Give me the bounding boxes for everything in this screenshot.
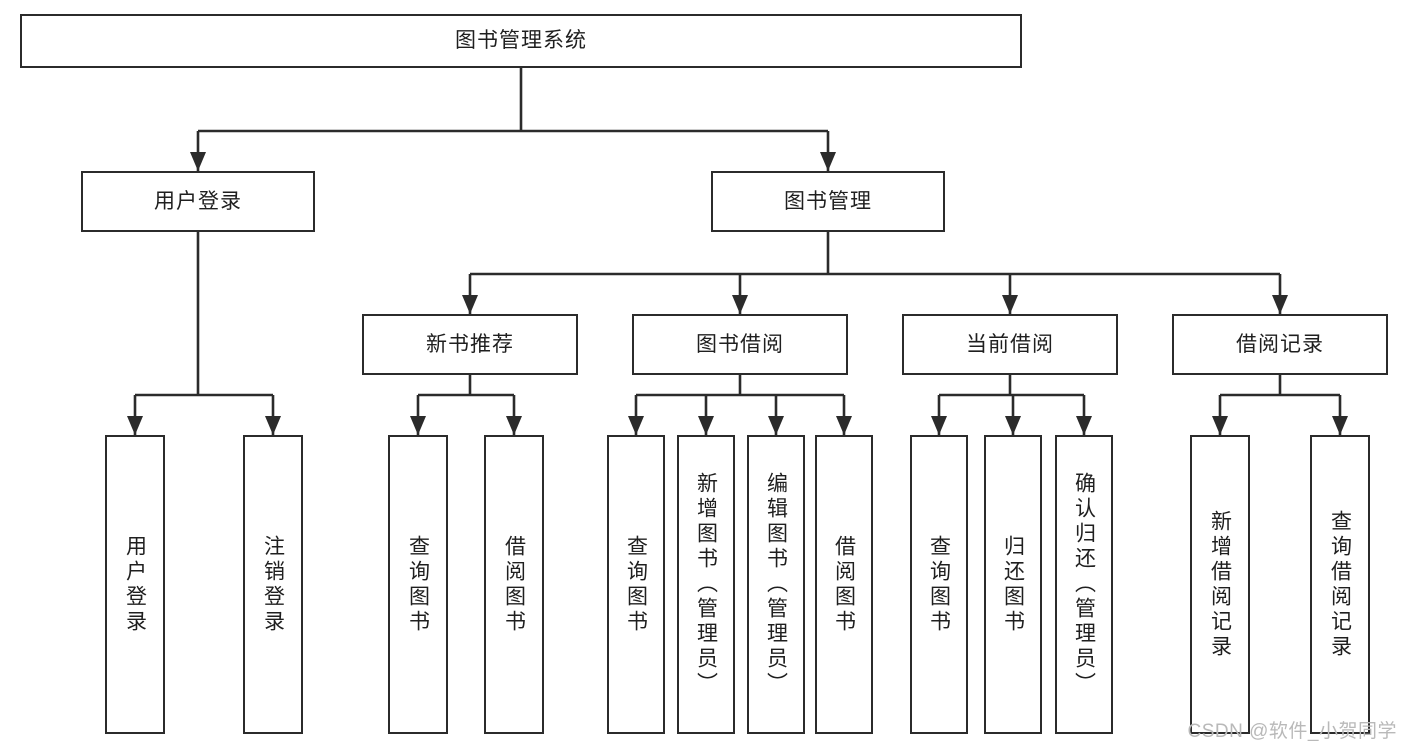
- node-leaf-borrow-borrow-book[interactable]: 借阅图书: [815, 435, 873, 734]
- node-current-borrow[interactable]: 当前借阅: [902, 314, 1118, 375]
- node-leaf-cur-query-book[interactable]: 查询图书: [910, 435, 968, 734]
- arrowhead-icon: [1076, 416, 1092, 435]
- node-book-borrow[interactable]: 图书借阅: [632, 314, 848, 375]
- arrowhead-icon: [190, 152, 206, 171]
- node-label: 图书管理: [784, 189, 872, 213]
- node-label: 编辑图书（管理员）: [764, 472, 788, 697]
- arrowhead-icon: [1212, 416, 1228, 435]
- node-new-book-rec[interactable]: 新书推荐: [362, 314, 578, 375]
- arrowhead-icon: [1005, 416, 1021, 435]
- node-label: 查询图书: [927, 534, 951, 635]
- node-label: 借阅图书: [832, 534, 856, 635]
- node-label: 新书推荐: [426, 332, 514, 356]
- node-leaf-borrow-edit-book[interactable]: 编辑图书（管理员）: [747, 435, 805, 734]
- node-label: 图书借阅: [696, 332, 784, 356]
- node-leaf-rec-borrow-book[interactable]: 借阅图书: [484, 435, 544, 734]
- node-leaf-borrow-query-book[interactable]: 查询图书: [607, 435, 665, 734]
- node-label: 查询图书: [624, 534, 648, 635]
- node-label: 借阅记录: [1236, 332, 1324, 356]
- node-root[interactable]: 图书管理系统: [20, 14, 1022, 68]
- arrowhead-icon: [836, 416, 852, 435]
- arrowhead-icon: [127, 416, 143, 435]
- node-book-manage[interactable]: 图书管理: [711, 171, 945, 232]
- node-leaf-rec-query-record[interactable]: 查询借阅记录: [1310, 435, 1370, 734]
- arrowhead-icon: [1002, 295, 1018, 314]
- node-leaf-user-login[interactable]: 用户登录: [105, 435, 165, 734]
- arrowhead-icon: [1272, 295, 1288, 314]
- node-label: 确认归还（管理员）: [1072, 472, 1096, 697]
- node-leaf-borrow-add-book[interactable]: 新增图书（管理员）: [677, 435, 735, 734]
- arrowhead-icon: [1332, 416, 1348, 435]
- node-label: 归还图书: [1001, 534, 1025, 635]
- node-leaf-cur-return-book[interactable]: 归还图书: [984, 435, 1042, 734]
- node-label: 查询图书: [406, 534, 430, 635]
- arrowhead-icon: [698, 416, 714, 435]
- node-label: 新增借阅记录: [1208, 509, 1232, 660]
- arrowhead-icon: [506, 416, 522, 435]
- arrowhead-icon: [931, 416, 947, 435]
- node-label: 查询借阅记录: [1328, 509, 1352, 660]
- arrowhead-icon: [462, 295, 478, 314]
- node-label: 图书管理系统: [455, 29, 587, 53]
- arrowhead-icon: [410, 416, 426, 435]
- node-label: 新增图书（管理员）: [694, 472, 718, 697]
- arrowhead-icon: [820, 152, 836, 171]
- arrowhead-icon: [265, 416, 281, 435]
- node-leaf-cur-confirm-return[interactable]: 确认归还（管理员）: [1055, 435, 1113, 734]
- node-leaf-rec-add-record[interactable]: 新增借阅记录: [1190, 435, 1250, 734]
- arrowhead-icon: [768, 416, 784, 435]
- node-borrow-record[interactable]: 借阅记录: [1172, 314, 1388, 375]
- node-label: 注销登录: [261, 534, 285, 635]
- node-label: 用户登录: [123, 534, 147, 635]
- node-label: 当前借阅: [966, 332, 1054, 356]
- node-label: 用户登录: [154, 189, 242, 213]
- arrowhead-icon: [732, 295, 748, 314]
- node-label: 借阅图书: [502, 534, 526, 635]
- node-user-login[interactable]: 用户登录: [81, 171, 315, 232]
- watermark: CSDN @软件_小贺同学: [1187, 721, 1397, 742]
- node-leaf-user-logout[interactable]: 注销登录: [243, 435, 303, 734]
- node-leaf-rec-query-book[interactable]: 查询图书: [388, 435, 448, 734]
- arrowhead-icon: [628, 416, 644, 435]
